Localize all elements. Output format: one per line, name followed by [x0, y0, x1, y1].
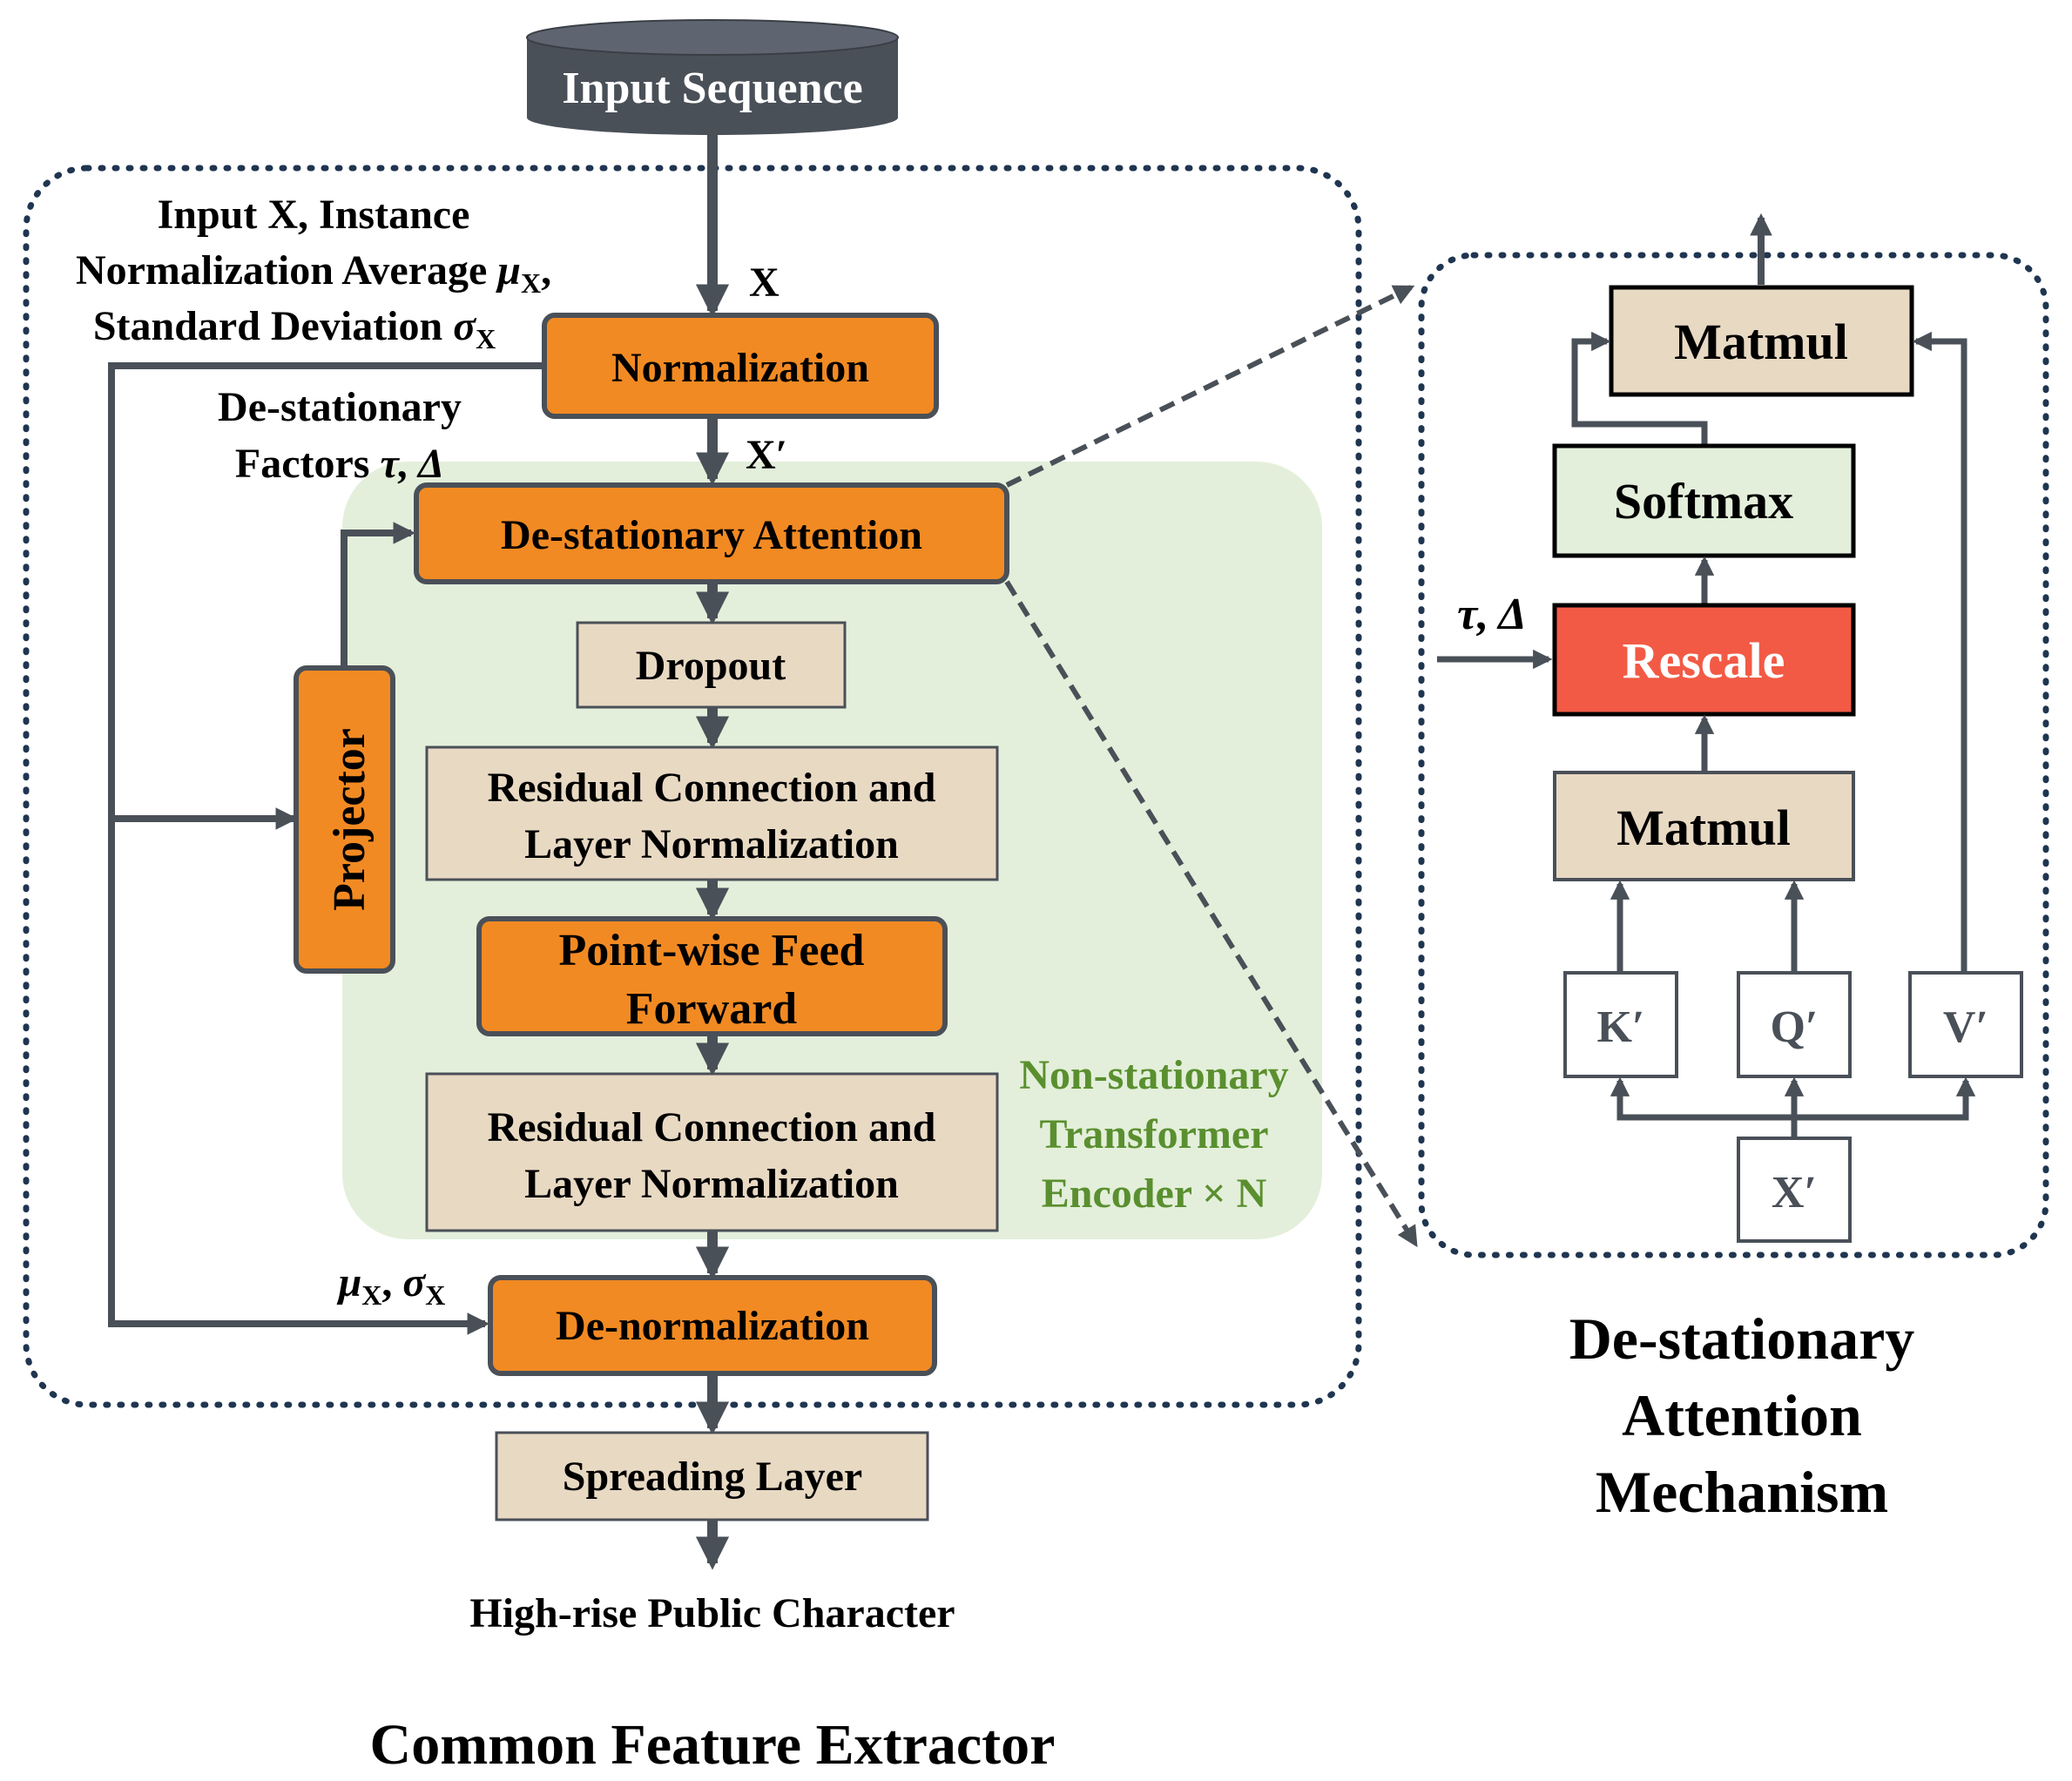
input-sequence-label: Input Sequence	[562, 64, 862, 113]
projector-box: Projector	[294, 665, 395, 974]
encoder-label-line1: Non-stationary	[1019, 1052, 1288, 1098]
encoder-label-line2: Transformer	[1039, 1111, 1268, 1157]
destationary-attention-label: De-stationary Attention	[501, 512, 922, 558]
zoom-line-bottom	[1004, 580, 1418, 1248]
side-text-2-line1: De-stationary	[218, 384, 462, 430]
left-caption: Common Feature Extractor	[370, 1713, 1056, 1777]
q-prime-box: Q′	[1737, 971, 1852, 1078]
spreading-layer-box: Spreading Layer	[495, 1431, 929, 1521]
input-sequence-cylinder: Input Sequence	[526, 19, 899, 135]
zoom-line-top	[1005, 285, 1415, 488]
arrow-softmax-to-matmul	[1571, 331, 1708, 446]
q-prime-label: Q′	[1770, 1002, 1818, 1052]
normalization-box: Normalization	[542, 313, 939, 419]
matmul-top-box: Matmul	[1609, 285, 1914, 397]
rescale-input-label: τ, Δ	[1457, 590, 1527, 639]
denorm-input-label: μX, σX	[336, 1259, 446, 1311]
matmul-top-label: Matmul	[1674, 314, 1848, 370]
destationary-attention-box: De-stationary Attention	[414, 482, 1009, 584]
encoder-label-line3: Encoder × N	[1042, 1170, 1267, 1217]
side-text-1-line2: Normalization Average μX,	[76, 247, 551, 299]
rescale-box: Rescale	[1552, 603, 1856, 717]
denormalization-box: De-normalization	[488, 1275, 937, 1376]
pointwise-ff-line1: Point-wise Feed	[559, 926, 865, 975]
output-label: High-rise Public Character	[469, 1590, 955, 1636]
denormalization-label: De-normalization	[556, 1303, 869, 1349]
arrow-x-prime-to-k	[1610, 1076, 1794, 1121]
residual-connection-box-1: Residual Connection and Layer Normalizat…	[425, 745, 999, 881]
matmul-bottom-label: Matmul	[1616, 799, 1791, 856]
v-prime-box: V′	[1908, 971, 2023, 1078]
common-feature-extractor-border	[23, 165, 1362, 1408]
rescale-label: Rescale	[1623, 632, 1785, 689]
x-prime-box: X′	[1737, 1137, 1852, 1243]
bypass-line	[108, 362, 544, 1335]
side-text-2-line2: Factors τ, Δ	[235, 441, 444, 487]
softmax-label: Softmax	[1614, 473, 1793, 530]
arrow-v-to-matmul	[1912, 331, 1967, 971]
projector-label: Projector	[325, 728, 375, 911]
arrow-projector-to-attention	[341, 522, 416, 666]
right-caption-line3: Mechanism	[1596, 1459, 1888, 1525]
spreading-layer-label: Spreading Layer	[563, 1454, 862, 1500]
right-caption-line2: Attention	[1622, 1382, 1862, 1448]
matmul-bottom-box: Matmul	[1553, 771, 1855, 881]
k-prime-label: K′	[1596, 1002, 1644, 1052]
arrow-label-x-prime: X′	[746, 432, 787, 478]
pointwise-feed-forward-box: Point-wise Feed Forward	[476, 916, 948, 1036]
normalization-label: Normalization	[611, 345, 869, 391]
residual-1-line1: Residual Connection and	[488, 765, 936, 811]
residual-1-line2: Layer Normalization	[524, 821, 899, 867]
v-prime-label: V′	[1943, 1002, 1988, 1052]
arrow-label-x: X	[749, 260, 780, 306]
arrow-x-prime-to-v	[1794, 1076, 1976, 1121]
side-text-1-line3: Standard Deviation σX	[93, 303, 496, 354]
softmax-box: Softmax	[1552, 443, 1856, 558]
dropout-box: Dropout	[576, 621, 847, 709]
right-caption-line1: De-stationary	[1569, 1305, 1915, 1372]
residual-2-line2: Layer Normalization	[524, 1161, 899, 1207]
pointwise-ff-line2: Forward	[626, 984, 797, 1034]
side-text-1-line1: Input X, Instance	[158, 192, 470, 238]
x-prime-label: X′	[1772, 1168, 1817, 1218]
residual-2-line1: Residual Connection and	[488, 1104, 936, 1150]
attention-mechanism-border	[1418, 252, 2049, 1258]
residual-connection-box-2: Residual Connection and Layer Normalizat…	[425, 1072, 999, 1232]
k-prime-box: K′	[1563, 971, 1678, 1078]
dropout-label: Dropout	[636, 643, 786, 689]
